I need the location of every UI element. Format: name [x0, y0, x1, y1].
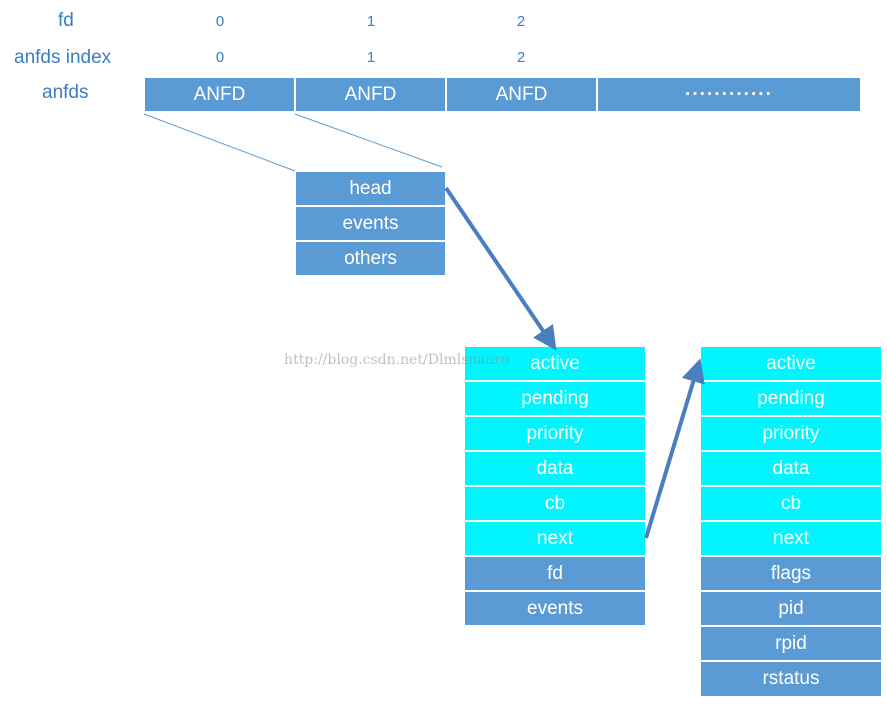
watcher-io-field-events: events	[464, 591, 646, 626]
watcher-child-field-pending: pending	[700, 381, 882, 416]
watcher-io-field-next: next	[464, 521, 646, 556]
watcher-io-struct: active pending priority data cb next fd …	[464, 346, 646, 626]
watcher-child-field-rpid: rpid	[700, 626, 882, 661]
anfds-index-value: 2	[516, 49, 526, 66]
head-to-watcher-arrow	[444, 186, 557, 351]
watcher-child-field-pid: pid	[700, 591, 882, 626]
anfd-struct: head events others	[295, 171, 446, 276]
anfds-index-value: 1	[366, 49, 376, 66]
watcher-io-field-fd: fd	[464, 556, 646, 591]
anfds-cell: ANFD	[295, 77, 446, 112]
watcher-child-field-rstatus: rstatus	[700, 661, 882, 697]
watcher-child-field-next: next	[700, 521, 882, 556]
anfd-field-events: events	[295, 206, 446, 241]
fd-row-label: fd	[58, 10, 74, 31]
watcher-child-field-flags: flags	[700, 556, 882, 591]
expand-line-left	[143, 113, 296, 172]
fd-value: 2	[516, 13, 526, 30]
fd-value: 0	[215, 13, 225, 30]
watcher-child-field-active: active	[700, 346, 882, 381]
anfds-row-label: anfds	[42, 82, 89, 103]
watcher-io-field-cb: cb	[464, 486, 646, 521]
watcher-io-field-priority: priority	[464, 416, 646, 451]
watcher-io-field-active: active	[464, 346, 646, 381]
watcher-child-field-priority: priority	[700, 416, 882, 451]
watcher-io-field-data: data	[464, 451, 646, 486]
anfds-cell: ANFD	[446, 77, 597, 112]
expand-line-right	[294, 113, 443, 168]
watcher-child-field-data: data	[700, 451, 882, 486]
watcher-io-field-pending: pending	[464, 381, 646, 416]
anfds-index-value: 0	[215, 49, 225, 66]
anfds-cell: ANFD	[144, 77, 295, 112]
fd-value: 1	[366, 13, 376, 30]
watcher-child-struct: active pending priority data cb next fla…	[700, 346, 882, 697]
next-to-watcher-arrow	[644, 358, 705, 539]
anfds-ellipsis-cell: ············	[597, 77, 861, 112]
watcher-child-field-cb: cb	[700, 486, 882, 521]
anfd-field-head: head	[295, 171, 446, 206]
anfd-field-others: others	[295, 241, 446, 276]
anfds-index-row-label: anfds index	[14, 47, 112, 68]
